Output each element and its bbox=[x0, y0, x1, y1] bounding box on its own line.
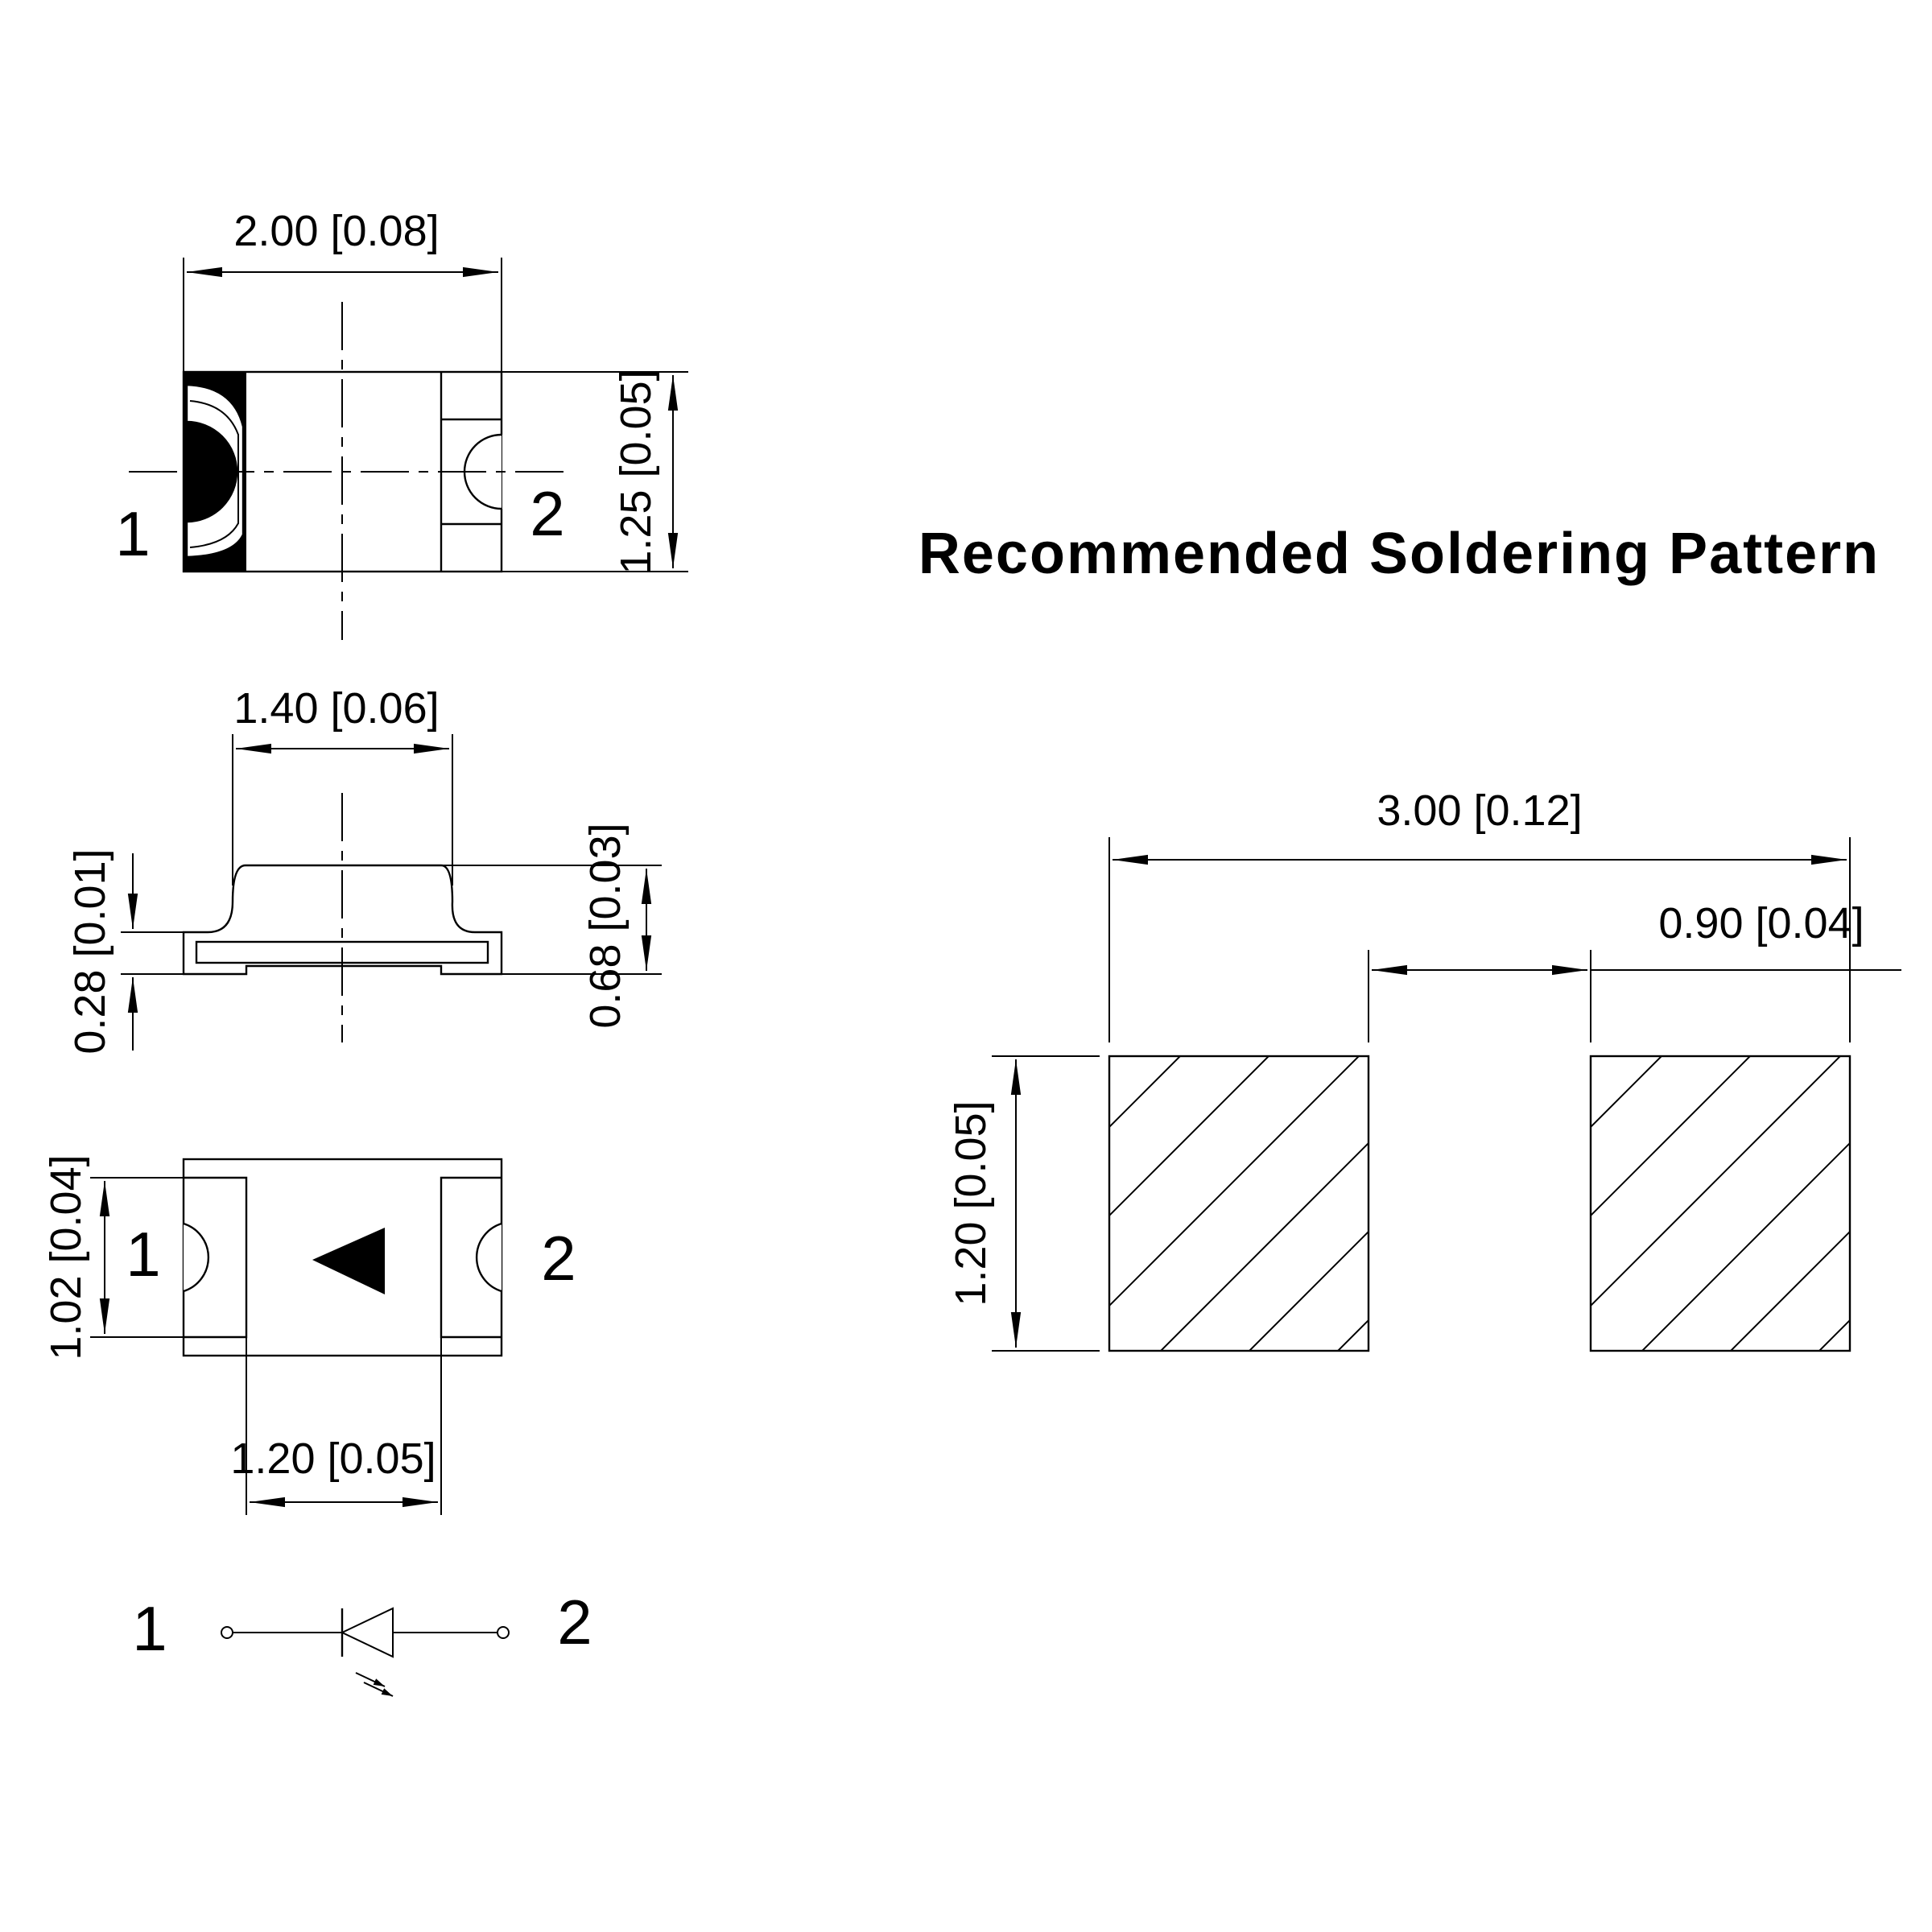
bottom-pin2-label: 2 bbox=[541, 1223, 576, 1294]
side-pad-thickness-label: 0.28 [0.01] bbox=[66, 848, 114, 1054]
side-height-label: 0.68 [0.03] bbox=[581, 823, 630, 1028]
solder-pad-height-label: 1.20 [0.05] bbox=[947, 1100, 995, 1306]
terminal-2-icon bbox=[497, 1626, 510, 1639]
solder-pad-right bbox=[1589, 1055, 1852, 1352]
symbol-pin2-label: 2 bbox=[557, 1587, 592, 1657]
solder-gap-label: 0.90 [0.04] bbox=[1658, 899, 1864, 947]
top-pin2-label: 2 bbox=[530, 478, 564, 549]
bottom-height-label: 1.02 [0.04] bbox=[42, 1154, 90, 1360]
side-width-label: 1.40 [0.06] bbox=[233, 684, 439, 733]
bottom-pin1-label: 1 bbox=[126, 1219, 160, 1290]
polarity-triangle-icon bbox=[312, 1228, 385, 1294]
bottom-view: 1.02 [0.04] 1.20 [0.05] 1 2 bbox=[42, 1154, 576, 1515]
solder-pad-left bbox=[1108, 1055, 1370, 1352]
top-view: 2.00 [0.08] 1.25 [0.05] 1 2 bbox=[115, 207, 688, 640]
side-view-substrate bbox=[182, 864, 503, 976]
led-symbol: 1 2 bbox=[132, 1587, 592, 1697]
side-view: 1.40 [0.06] 0.28 [0.01] 0.68 [0.03] bbox=[66, 684, 662, 1055]
soldering-pattern: Recommended Soldering Pattern 3.00 [0.12… bbox=[919, 522, 1901, 1352]
top-pin1-label: 1 bbox=[115, 498, 150, 569]
terminal-1-icon bbox=[221, 1626, 233, 1639]
soldering-title: Recommended Soldering Pattern bbox=[919, 522, 1880, 586]
symbol-pin1-label: 1 bbox=[132, 1593, 167, 1664]
top-width-label: 2.00 [0.08] bbox=[233, 207, 439, 255]
diode-icon bbox=[340, 1607, 394, 1658]
bottom-gap-label: 1.20 [0.05] bbox=[230, 1435, 436, 1483]
solder-total-width-label: 3.00 [0.12] bbox=[1377, 786, 1582, 835]
top-height-label: 1.25 [0.05] bbox=[612, 369, 660, 574]
